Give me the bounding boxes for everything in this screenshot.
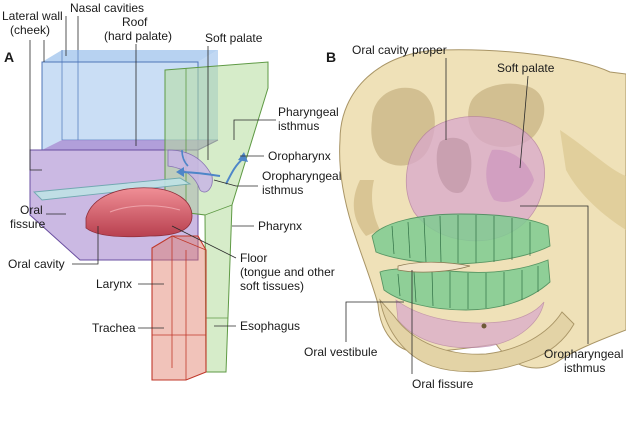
label-roof-hard-palate: (hard palate) [104,29,172,43]
panel-a-schematic [29,50,269,381]
larynx-trachea-tube [152,236,206,380]
pharynx-tube [165,62,268,372]
oral-vestibule-region [395,299,545,349]
label-nasal-cavities: Nasal cavities [70,1,144,15]
nasal-cavity-front [42,62,198,150]
mandible [379,298,575,373]
panel-a-letter: A [4,49,14,65]
panel-b-letter: B [326,49,336,65]
label-pharyngeal-isthmus-2: isthmus [278,119,319,133]
label-oropharyngeal-isthmus-b-2: isthmus [564,361,605,375]
panel-b-labels: B Oral cavity proper Soft palate Oral ve… [304,43,623,391]
panel-b-skull-illustration [339,49,626,373]
label-oropharynx: Oropharynx [268,149,331,163]
label-oropharyngeal-isthmus-a: Oropharyngeal [262,169,341,183]
label-floor-tongue: (tongue and other [240,265,335,279]
tongue-shape [85,187,193,238]
oral-fissure-slot [33,177,192,201]
label-oral: Oral [20,203,43,217]
label-oral-fissure-b: Oral fissure [412,377,474,391]
label-oropharyngeal-isthmus-b: Oropharyngeal [544,347,623,361]
label-roof: Roof [122,15,148,29]
label-pharyngeal-isthmus: Pharyngeal [278,105,339,119]
panel-a-labels: A Lateral wall (cheek) Nasal cavities Ro… [2,1,341,335]
label-trachea: Trachea [92,321,136,335]
label-pharynx: Pharynx [258,219,302,233]
label-floor-soft-tissues: soft tissues) [240,279,304,293]
label-oral-cavity-proper: Oral cavity proper [352,43,447,57]
label-esophagus: Esophagus [240,319,300,333]
teeth-lines [391,215,539,309]
label-lateral-wall: Lateral wall [2,9,63,23]
nasal-cavity-block [42,50,218,62]
label-oral-cavity: Oral cavity [8,257,65,271]
oral-cavity-proper-region [405,116,545,242]
label-soft-palate-b: Soft palate [497,61,555,75]
label-larynx: Larynx [96,277,132,291]
upper-dental-arch [371,213,551,265]
label-oropharyngeal-isthmus-a-2: isthmus [262,183,303,197]
label-oral-vestibule: Oral vestibule [304,345,378,359]
label-soft-palate-a: Soft palate [205,31,263,45]
label-lateral-wall-cheek: (cheek) [10,23,50,37]
label-floor: Floor [240,251,267,265]
label-oral-fissure-a: fissure [10,217,46,231]
